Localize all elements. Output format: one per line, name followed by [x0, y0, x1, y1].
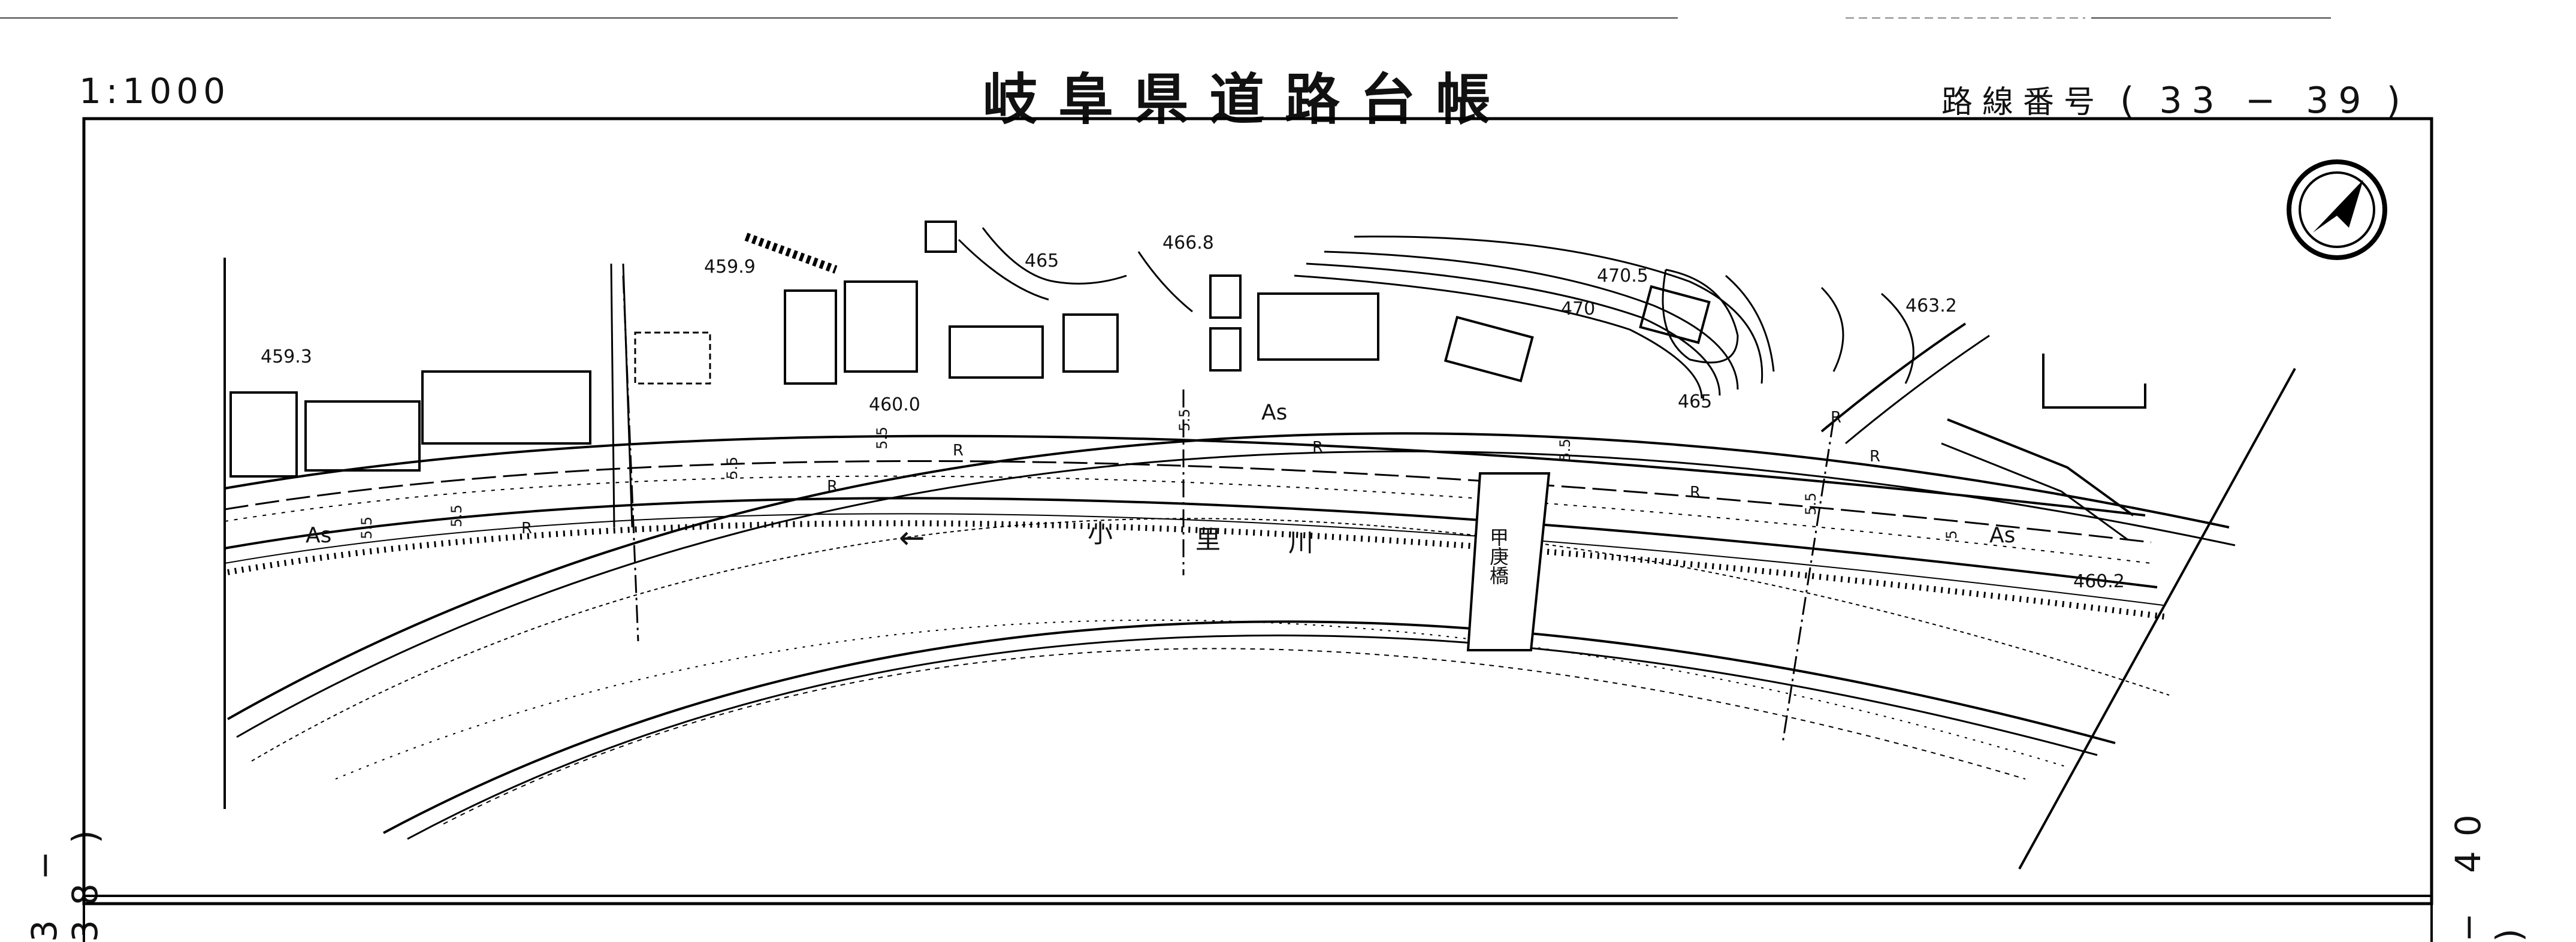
road-edge-north — [224, 434, 2146, 517]
route-number-block: 路線番号 ( 33 − 39 ) — [1941, 77, 2410, 122]
route-close-paren: ) — [2386, 80, 2410, 122]
elevation-label: 470.5 — [1597, 265, 1648, 286]
elevation-label: 459.9 — [704, 256, 756, 277]
river-bank-south-hatch — [443, 648, 2026, 825]
building — [1209, 274, 1242, 319]
building — [784, 289, 837, 385]
elevation-label: 463.2 — [1905, 295, 1957, 316]
building — [949, 325, 1044, 379]
river-bank-north-hatch — [251, 518, 2170, 762]
building — [229, 391, 298, 478]
width-mark: 5.5 — [874, 427, 890, 449]
building — [1062, 313, 1119, 373]
road-centerline — [224, 460, 2152, 544]
route-label: 路線番号 — [1941, 84, 2105, 120]
elevation-label: 465 — [1678, 391, 1712, 412]
building — [1257, 292, 1379, 361]
page-title: 岐阜県道路台帳 — [983, 67, 1512, 132]
river-name-char: 里 — [1195, 525, 1221, 554]
building — [844, 280, 918, 373]
curb-mark: R — [953, 442, 964, 460]
river-bank-south-outer — [383, 620, 2116, 834]
width-mark: 5.5 — [724, 457, 741, 479]
river-toe-line — [335, 619, 2068, 780]
width-mark: 5.5 — [358, 517, 375, 539]
curb-mark: R — [1690, 484, 1701, 502]
branch-road — [1820, 322, 1967, 433]
curb-mark: R — [1312, 439, 1323, 457]
route-number: 33 − 39 — [2159, 80, 2371, 122]
map-frame — [82, 117, 2433, 905]
curb-mark: R — [827, 478, 838, 496]
road-shoulder-line — [224, 513, 2164, 606]
width-mark: 5.5 — [448, 505, 465, 527]
bridge-name: 甲庚橋 — [1487, 527, 1509, 585]
building — [925, 221, 957, 253]
river-bank-north-outer — [227, 432, 2230, 720]
building-dashed — [634, 331, 711, 385]
side-road-edge — [1941, 442, 2128, 541]
curb-mark: R — [1831, 409, 1841, 427]
surface-label: As — [306, 523, 331, 548]
side-road — [1947, 418, 2134, 517]
river-bank-north-inner — [236, 450, 2236, 738]
map-scale: 1:1000 — [79, 71, 231, 111]
width-mark: 5.5 — [1557, 439, 1574, 461]
contour-lines — [958, 227, 1914, 399]
section-line-3 — [1781, 419, 1835, 744]
route-open-paren: ( — [2120, 80, 2144, 122]
curb-mark: R — [1870, 448, 1880, 466]
elevation-label: 460.0 — [869, 394, 920, 415]
curb-mark: R — [521, 520, 532, 538]
elevation-label: 470 — [1561, 298, 1595, 319]
surface-label: As — [1989, 523, 2015, 548]
flow-arrow: ← — [899, 520, 925, 556]
structure-outline — [2042, 354, 2146, 409]
road-lane-line — [224, 475, 2152, 564]
width-mark: 5 — [1943, 530, 1960, 539]
branch-road-edge — [1845, 334, 1990, 445]
building — [421, 370, 591, 445]
road-edge-south — [224, 497, 2158, 588]
map-labels: 459.3 459.9 460.0 466.8 465 470.5 470 46… — [261, 233, 2125, 592]
river-bank-south-inner — [407, 634, 2098, 840]
building — [304, 400, 421, 472]
hatched-wall — [744, 233, 838, 274]
river-name-char: 小 — [1088, 519, 1113, 548]
surface-label: As — [1261, 400, 1287, 425]
elevation-label: 465 — [1025, 250, 1059, 271]
map-right-boundary — [2018, 368, 2296, 869]
river-name-char: 川 — [1288, 528, 1313, 557]
elevation-label: 466.8 — [1162, 233, 1214, 253]
north-arrow-icon — [2287, 159, 2387, 260]
bridge-deck — [1466, 472, 1551, 651]
width-mark: 5.5 — [1802, 493, 1819, 515]
lane-west-2 — [622, 263, 633, 528]
building — [1443, 315, 1534, 382]
lane-west-1 — [610, 263, 615, 528]
elevation-label: 459.3 — [261, 346, 312, 367]
width-mark: 5.5 — [1176, 409, 1193, 431]
elevation-label: 460.2 — [2073, 571, 2125, 592]
building — [1209, 327, 1242, 372]
